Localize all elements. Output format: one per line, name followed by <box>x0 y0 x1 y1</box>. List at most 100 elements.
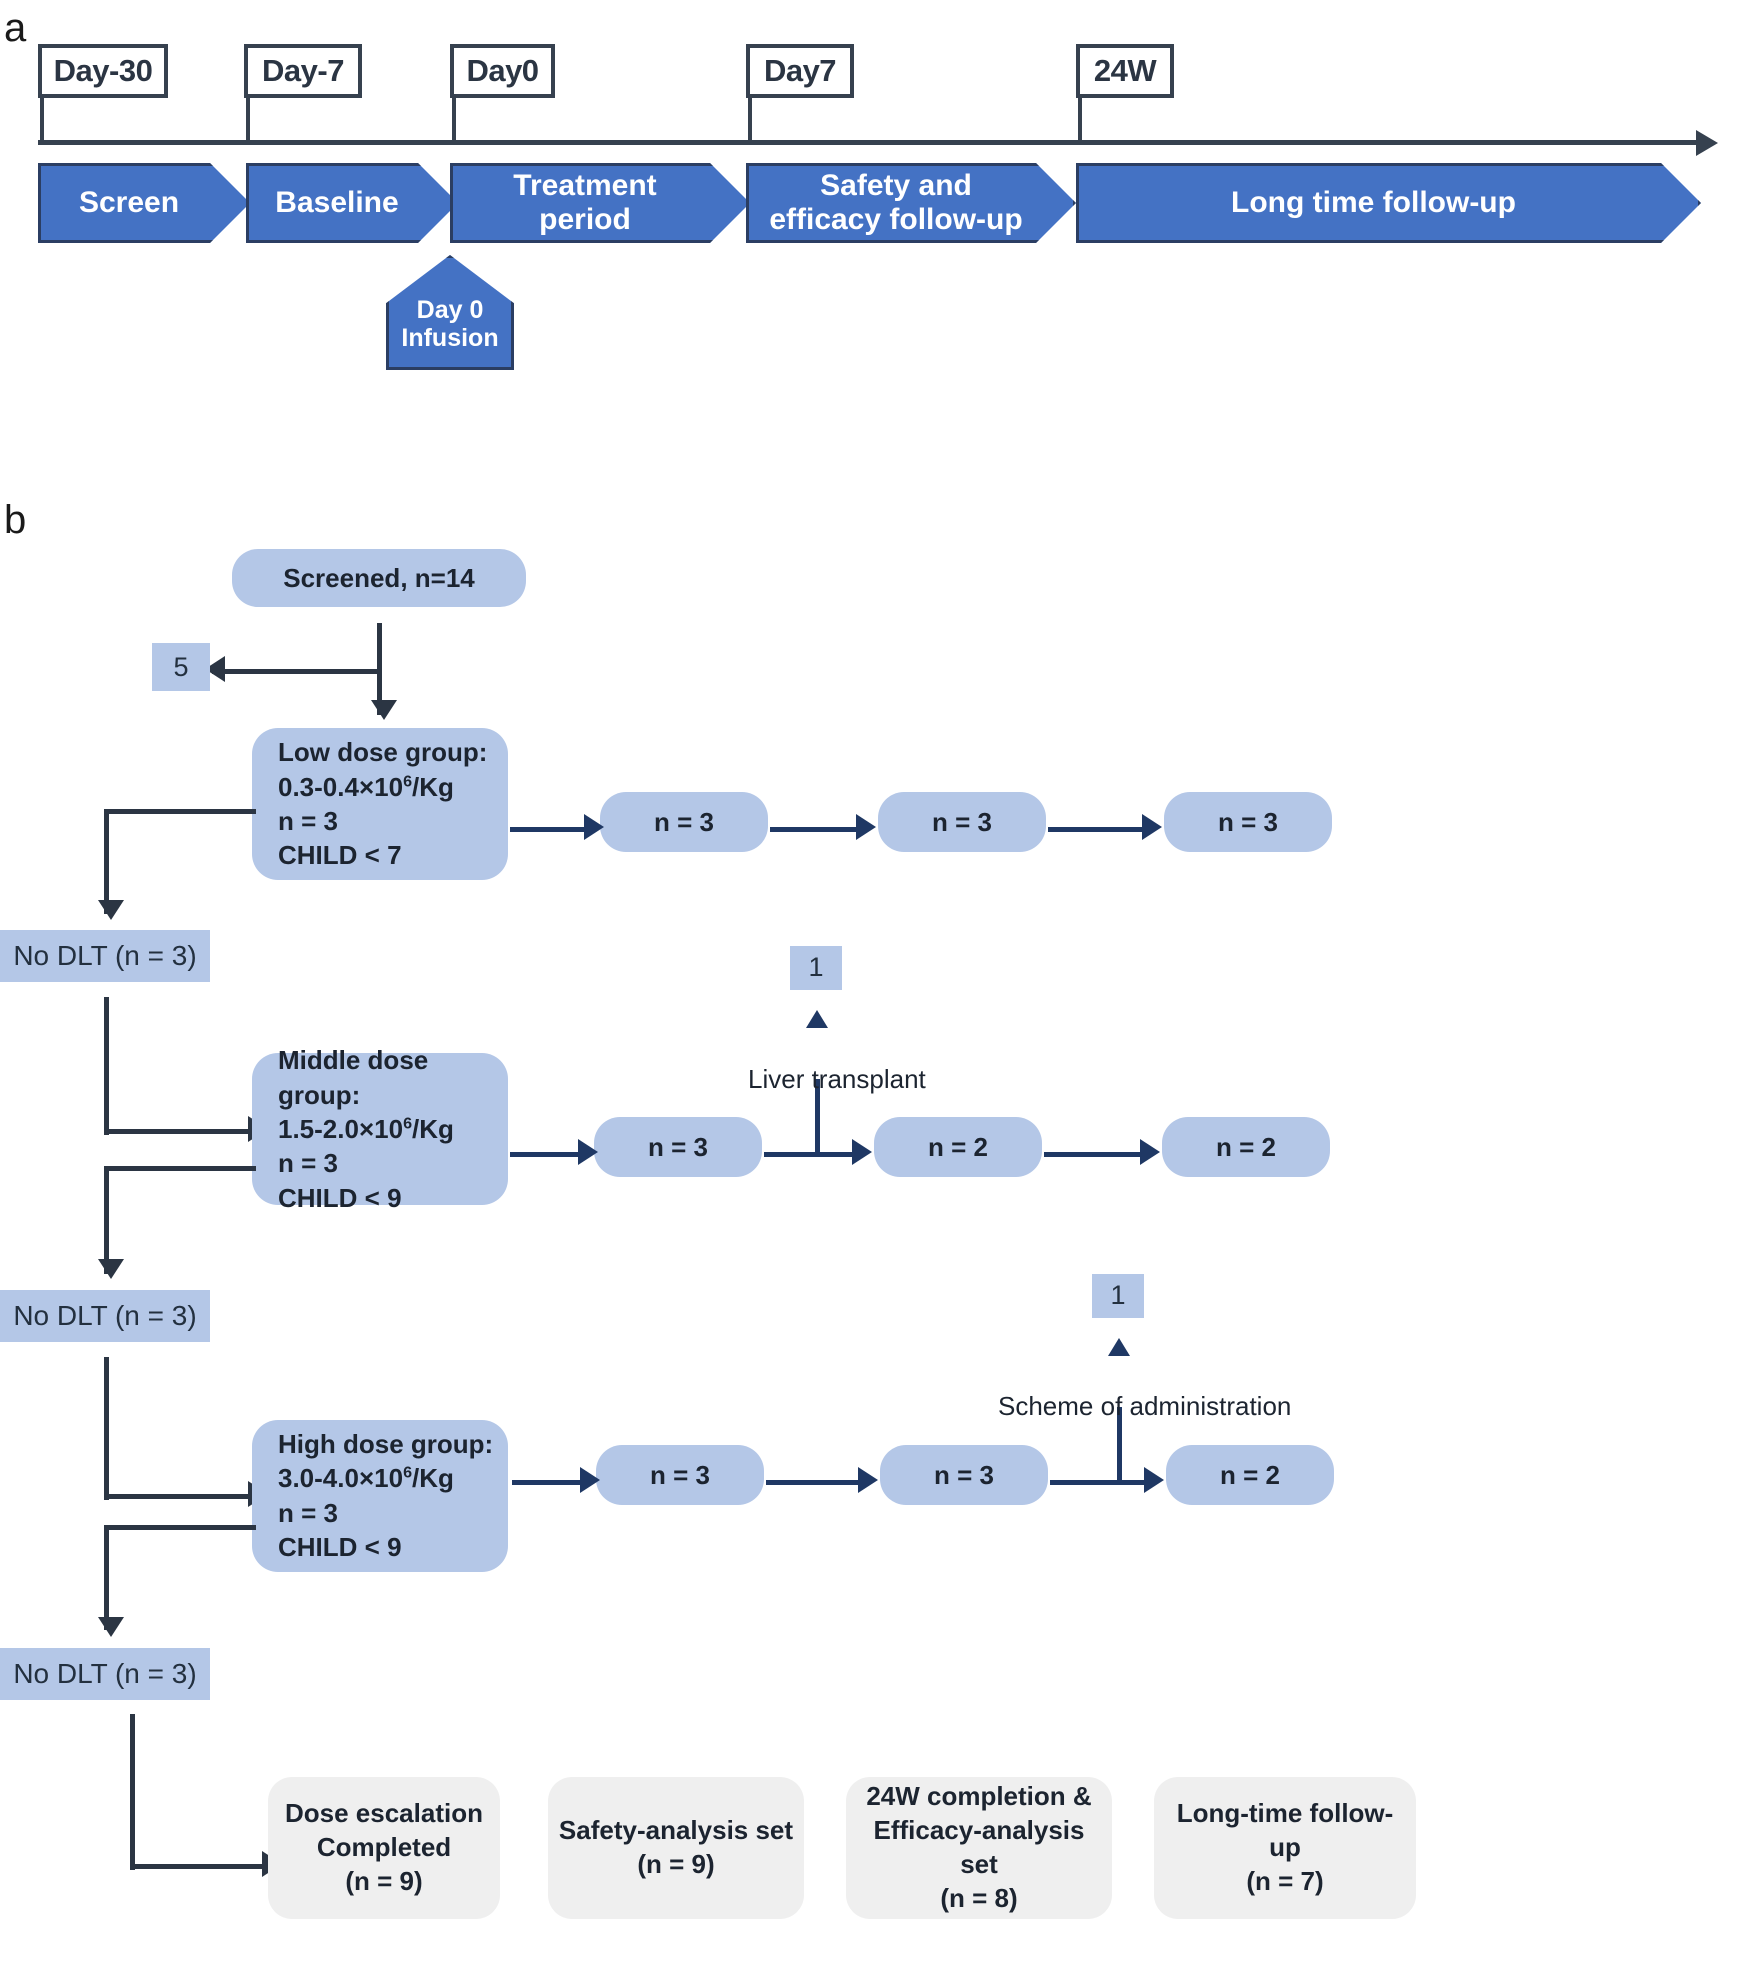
arrow-screened-to-lowdose <box>371 699 397 720</box>
middle-dose-amount: 1.5-2.0×106/Kg <box>278 1114 454 1145</box>
connector-mid-f1-f2 <box>764 1151 856 1157</box>
timeline-stem-4 <box>748 95 752 143</box>
timepoint-day7: Day7 <box>746 44 854 98</box>
summary-0-line3: (n = 9) <box>345 1865 423 1896</box>
middle-dose-child: CHILD < 9 <box>278 1182 402 1213</box>
low-dose-n: n = 3 <box>278 805 338 836</box>
infusion-line1: Day 0 <box>416 295 484 324</box>
timeline-stem-1 <box>40 95 44 143</box>
phase-screen: Screen <box>38 163 250 243</box>
connector-high-f2-f3 <box>1050 1479 1148 1485</box>
timepoint-day-7: Day-7 <box>244 44 362 98</box>
node-screened: Screened, n=14 <box>232 548 526 607</box>
low-dose-title: Low dose group: <box>278 737 488 768</box>
summary-1-line2: (n = 9) <box>637 1848 715 1879</box>
connector-nodlt3-right <box>130 1863 268 1869</box>
connector-nodlt3-down <box>130 1714 135 1871</box>
phase-long-time-followup: Long time follow-up <box>1076 163 1701 243</box>
arrow-middose-to-f1 <box>578 1139 598 1166</box>
connector-middose-to-f1 <box>510 1151 582 1157</box>
arrow-mid-f2-f3 <box>1140 1139 1160 1166</box>
connector-mid-f2-f3 <box>1044 1151 1144 1157</box>
timeline-stem-3 <box>452 95 456 143</box>
node-24w-efficacy-analysis-set: 24W completion & Efficacy-analysis set (… <box>846 1776 1112 1919</box>
node-low-dose-group: Low dose group: 0.3-0.4×106/Kg n = 3 CHI… <box>252 727 508 880</box>
node-low-dose-followup-1: n = 3 <box>600 792 768 852</box>
node-middle-dose-group: Middle dose group: 1.5-2.0×106/Kg n = 3 … <box>252 1045 508 1213</box>
connector-middose-left <box>104 1165 256 1171</box>
day0-infusion-marker: Day 0 Infusion <box>386 255 514 370</box>
timepoint-24w: 24W <box>1076 44 1174 98</box>
connector-lowdose-to-f1 <box>510 826 588 832</box>
connector-excluded <box>212 669 380 675</box>
node-no-dlt-2: No DLT (n = 3) <box>0 1290 210 1343</box>
arrow-low-f1-f2 <box>856 813 876 840</box>
phase-safety-efficacy-followup: Safety and efficacy follow-up <box>746 163 1076 243</box>
connector-middose-left-down <box>104 1165 109 1274</box>
summary-3-line1: Long-time follow-up <box>1176 1798 1394 1862</box>
low-dose-child: CHILD < 7 <box>278 840 402 871</box>
node-no-dlt-1: No DLT (n = 3) <box>0 930 210 983</box>
connector-low-f1-f2 <box>770 826 860 832</box>
summary-2-line2: Efficacy-analysis set <box>873 1815 1085 1879</box>
node-dose-escalation-completed: Dose escalation Completed (n = 9) <box>268 1776 500 1919</box>
connector-low-f2-f3 <box>1048 826 1146 832</box>
summary-2-line1: 24W completion & <box>866 1781 1092 1812</box>
connector-highdose-to-f1 <box>512 1479 584 1485</box>
connector-nodlt2-right <box>104 1493 254 1499</box>
node-dropout-liver-transplant-count: 1 <box>790 945 842 990</box>
node-middle-dose-followup-2: n = 2 <box>874 1117 1042 1178</box>
label-scheme-of-administration: Scheme of administration <box>998 1391 1292 1422</box>
timeline-axis-arrowhead <box>1696 130 1718 156</box>
node-middle-dose-followup-1: n = 3 <box>594 1117 762 1178</box>
high-dose-amount: 3.0-4.0×106/Kg <box>278 1463 454 1494</box>
node-high-dose-group: High dose group: 3.0-4.0×106/Kg n = 3 CH… <box>252 1419 508 1572</box>
timeline-stem-2 <box>246 95 250 143</box>
panel-b-letter: b <box>4 498 27 542</box>
connector-high-f1-f2 <box>766 1479 862 1485</box>
connector-screened-down <box>377 622 382 716</box>
node-high-dose-followup-1: n = 3 <box>596 1445 764 1506</box>
arrow-mid-f1-f2 <box>852 1139 872 1166</box>
summary-0-line1: Dose escalation <box>285 1798 483 1829</box>
connector-lowdose-left <box>104 808 256 814</box>
timepoint-day-30: Day-30 <box>38 44 168 98</box>
connector-liver-transplant-up <box>815 1078 820 1156</box>
timepoint-day0: Day0 <box>450 44 555 98</box>
summary-0-line2: Completed <box>316 1831 452 1862</box>
infusion-line2: Infusion <box>401 324 499 353</box>
middle-dose-n: n = 3 <box>278 1148 338 1179</box>
arrow-high-f2-f3 <box>1144 1466 1164 1493</box>
arrow-low-f2-f3 <box>1142 813 1162 840</box>
node-long-time-followup: Long-time follow-up (n = 7) <box>1154 1776 1416 1919</box>
arrow-liver-transplant <box>806 1009 828 1028</box>
phase-baseline: Baseline <box>246 163 458 243</box>
arrow-lowdose-to-nodlt1 <box>98 899 124 920</box>
timeline-stem-5 <box>1078 95 1082 143</box>
connector-nodlt1-right <box>104 1128 254 1134</box>
connector-nodlt1-down <box>104 996 109 1136</box>
arrow-lowdose-to-f1 <box>584 813 604 840</box>
node-high-dose-followup-2: n = 3 <box>880 1445 1048 1506</box>
node-low-dose-followup-3: n = 3 <box>1164 792 1332 852</box>
connector-highdose-left-down <box>104 1524 109 1630</box>
arrow-middose-to-nodlt2 <box>98 1259 124 1280</box>
arrow-highdose-to-nodlt3 <box>98 1616 124 1637</box>
node-low-dose-followup-2: n = 3 <box>878 792 1046 852</box>
phase-treatment-period: Treatment period <box>450 163 750 243</box>
summary-1-line1: Safety-analysis set <box>558 1815 794 1846</box>
arrow-highdose-to-f1 <box>580 1466 600 1493</box>
summary-3-line2: (n = 7) <box>1246 1865 1324 1896</box>
connector-scheme-admin-up <box>1117 1406 1122 1484</box>
node-high-dose-followup-3: n = 2 <box>1166 1445 1334 1506</box>
connector-nodlt2-down <box>104 1356 109 1501</box>
summary-2-line3: (n = 8) <box>940 1882 1018 1913</box>
timeline-axis <box>38 140 1698 145</box>
connector-lowdose-left-down <box>104 808 109 914</box>
node-middle-dose-followup-3: n = 2 <box>1162 1117 1330 1178</box>
arrow-excluded <box>205 656 225 683</box>
middle-dose-title: Middle dose group: <box>278 1045 429 1110</box>
node-dropout-scheme-admin-count: 1 <box>1092 1273 1144 1318</box>
high-dose-child: CHILD < 9 <box>278 1531 402 1562</box>
